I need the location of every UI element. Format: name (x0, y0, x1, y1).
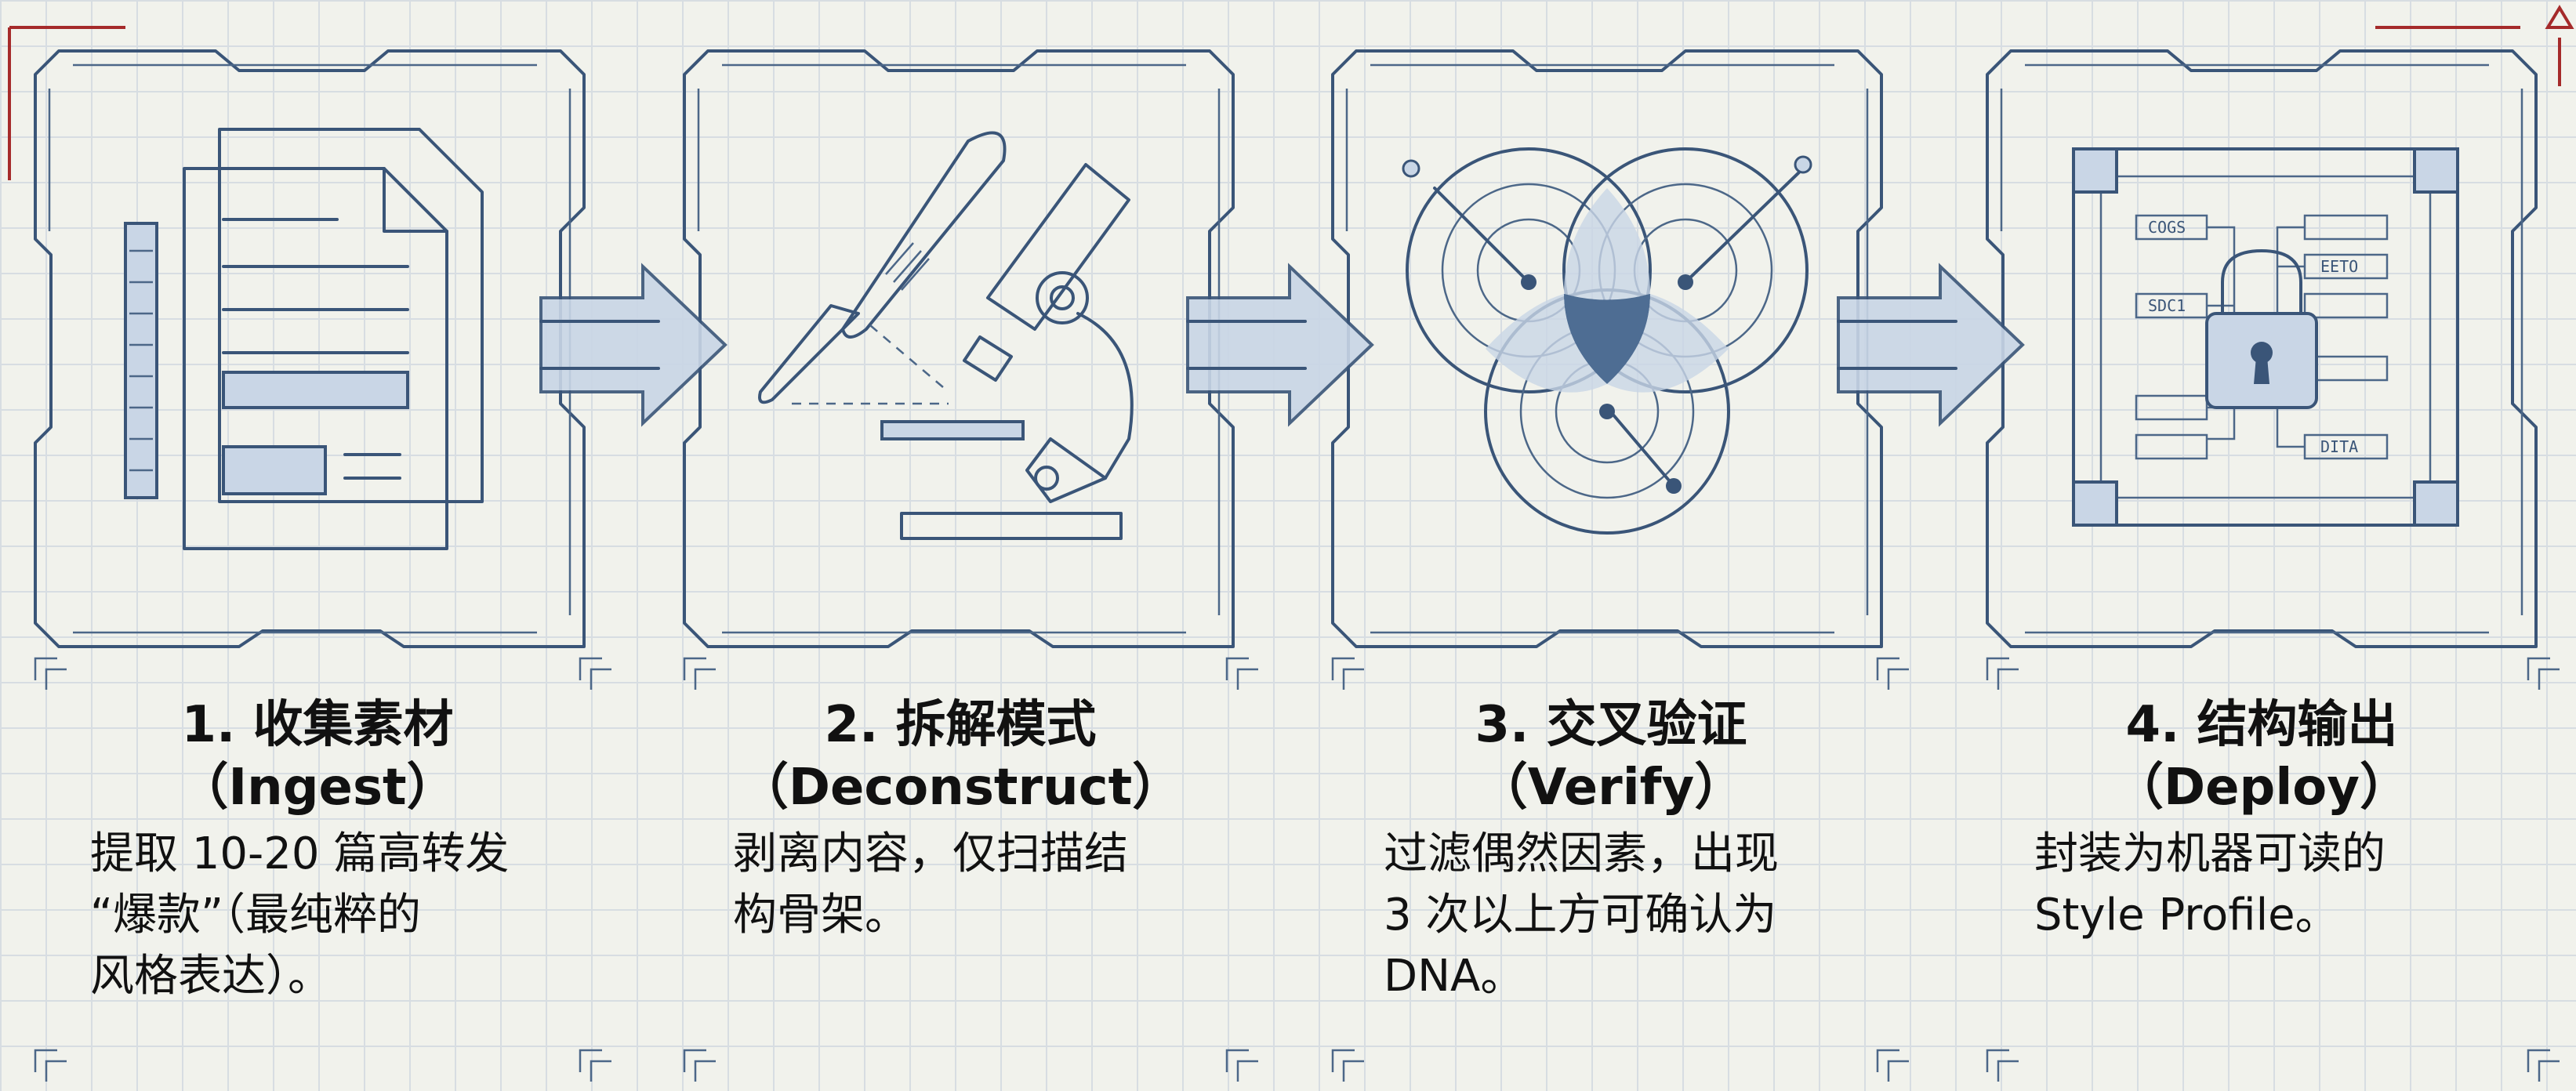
locked-schema-icon: COGS EETO SDC1 DITA (2072, 147, 2459, 527)
arrow-2-icon (1186, 265, 1373, 425)
step-title: 3. 交叉验证 (1475, 696, 1747, 754)
step-card-1: 1. 收集素材 （Ingest） 提取 10-20 篇高转发 “爆款”（最纯粹的… (67, 694, 568, 1007)
scalpel-microscope-icon (758, 131, 1134, 540)
step-title: 1. 收集素材 (181, 696, 454, 754)
step-description: 过滤偶然因素，出现 3 次以上方可确认为 DNA。 (1384, 828, 1779, 1002)
step-card-3: 3. 交叉验证 （Verify） 过滤偶然因素，出现 3 次以上方可确认为 DN… (1360, 694, 1862, 1007)
step-subtitle: （Ingest） (178, 759, 457, 817)
venn-diagram-icon (1402, 147, 1812, 535)
frame-ingest (34, 49, 586, 648)
step-subtitle: （Verify） (1477, 759, 1745, 817)
arrow-3-icon (1837, 265, 2024, 425)
step-description: 提取 10-20 篇高转发 “爆款”（最纯粹的 风格表达）。 (90, 828, 510, 1002)
step-description: 剥离内容，仅扫描结 构骨架。 (733, 828, 1128, 941)
step-card-4: 4. 结构输出 （Deploy） 封装为机器可读的 Style Profile。 (2011, 694, 2513, 946)
step-description: 封装为机器可读的 Style Profile。 (2034, 828, 2386, 941)
schema-label-dita: DITA (2320, 437, 2358, 456)
step-subtitle: （Deconstruct） (738, 759, 1183, 817)
schema-label-sdc1: SDC1 (2148, 296, 2186, 315)
corner-accent-right (2375, 5, 2574, 86)
step-title: 2. 拆解模式 (824, 696, 1097, 754)
step-card-2: 2. 拆解模式 （Deconstruct） 剥离内容，仅扫描结 构骨架。 (709, 694, 1211, 946)
step-subtitle: （Deploy） (2113, 759, 2410, 817)
documents-icon (124, 128, 484, 550)
corner-accent-left (8, 26, 125, 180)
schema-label-eeto: EETO (2320, 257, 2358, 276)
schema-label-cogs: COGS (2148, 218, 2186, 237)
step-title: 4. 结构输出 (2125, 696, 2398, 754)
frame-deconstruct (683, 49, 1235, 648)
arrow-1-icon (539, 265, 727, 425)
